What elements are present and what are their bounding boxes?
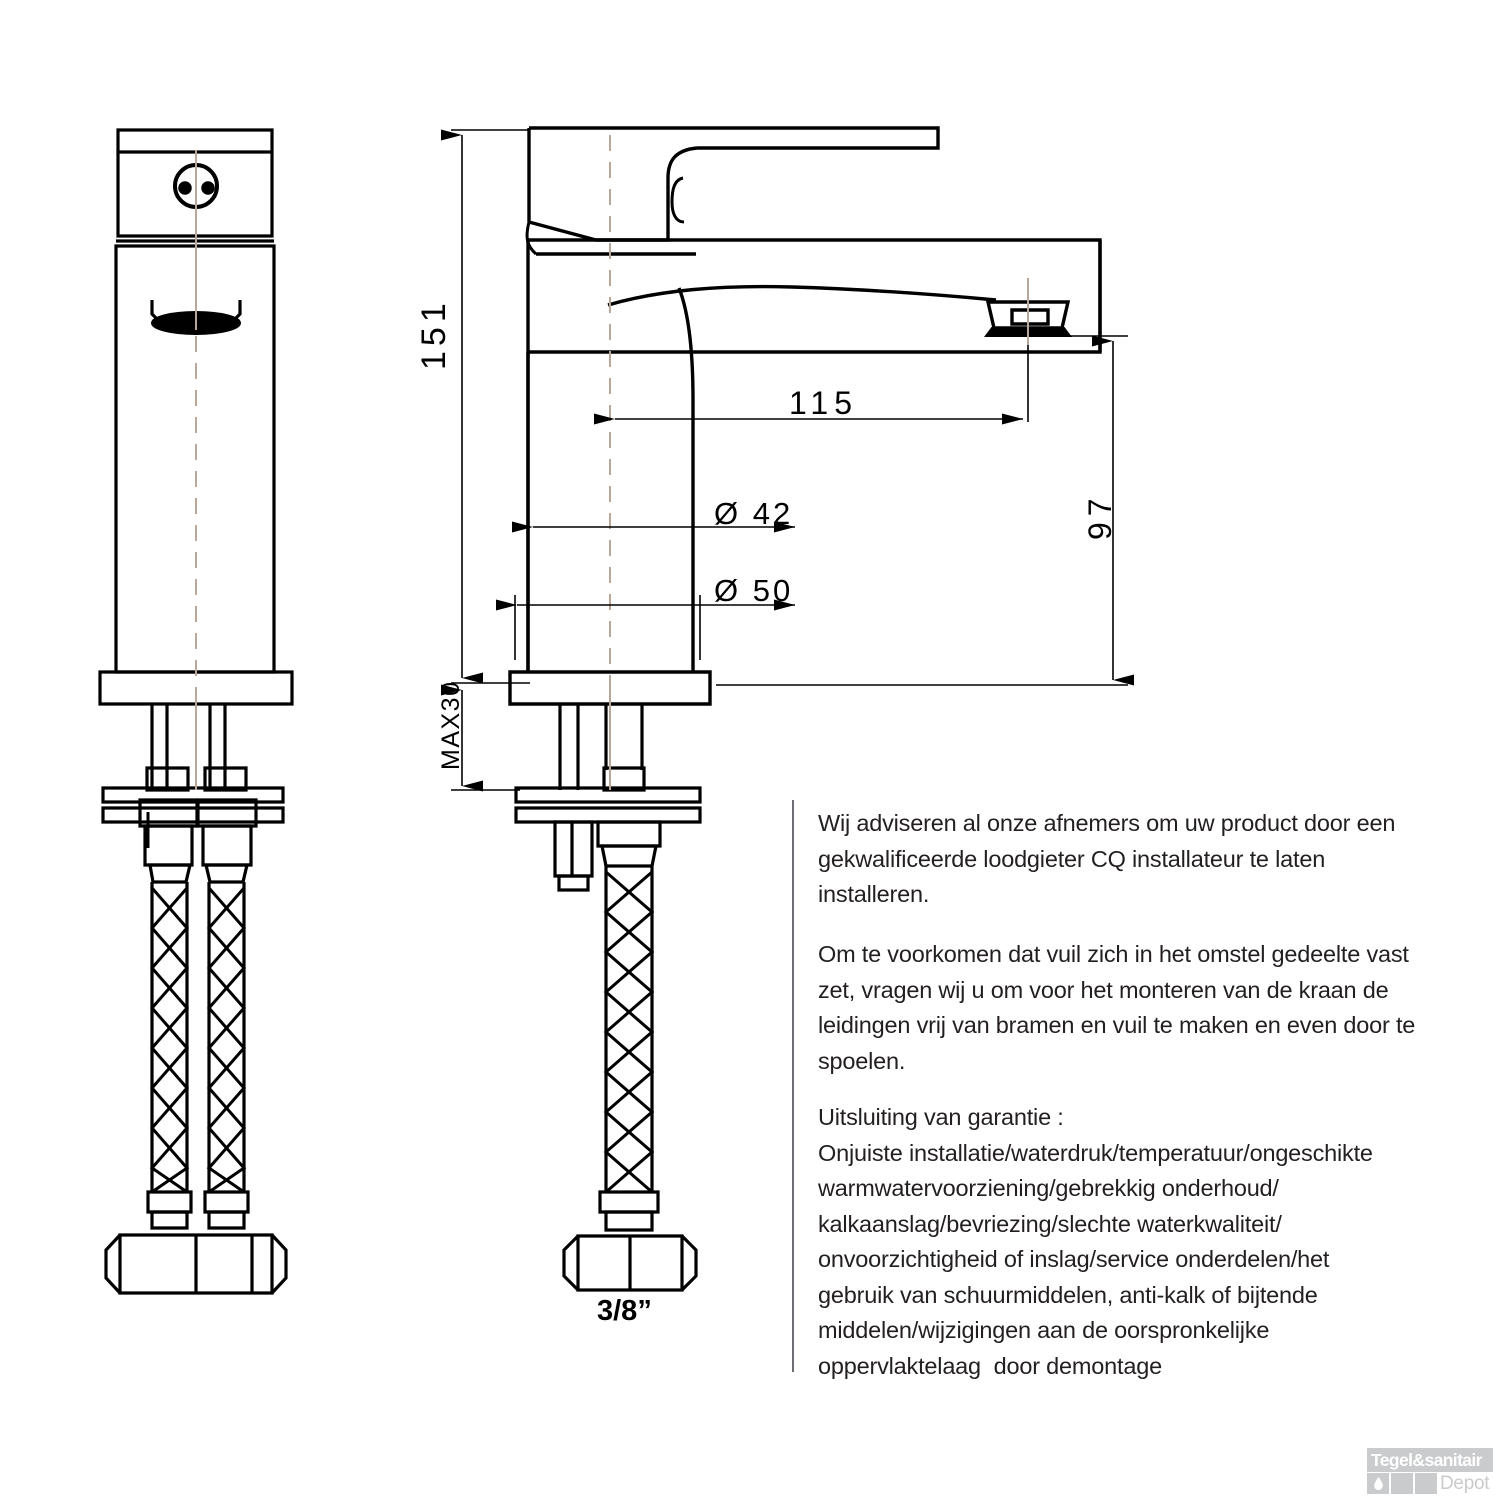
side-view-centerline <box>609 135 1029 790</box>
note-line: gebruik van schuurmiddelen, anti-kalk of… <box>818 1281 1318 1308</box>
note-paragraph-installation: Wij adviseren al onze afnemers om uw pro… <box>818 806 1418 913</box>
front-mounting-assembly <box>101 704 288 1295</box>
dimension-label-max30: MAX30 <box>437 680 465 770</box>
thread-size-label: 3/8” <box>597 1295 652 1327</box>
note-line: kalkaanslag/bevriezing/slechte waterkwal… <box>818 1210 1282 1237</box>
water-drop-icon <box>1374 1477 1383 1490</box>
note-line: Onjuiste installatie/waterdruk/temperatu… <box>818 1139 1373 1166</box>
note-line: oppervlaktelaag door demontage <box>818 1352 1162 1379</box>
dimension-label-97: 97 <box>1082 492 1118 540</box>
note-line: middelen/wijzigingen aan de oorspronkeli… <box>818 1317 1270 1343</box>
note-line: gekwalificeerde loodgieter CQ installate… <box>818 845 1326 872</box>
logo-wordmark: Tegel&sanitair <box>1371 1450 1483 1470</box>
dimension-label-151: 151 <box>415 298 453 370</box>
note-line: onvoorzichtigheid of inslag/service onde… <box>818 1246 1330 1272</box>
dimension-115 <box>594 345 1029 425</box>
dimension-label-diameter-42: Ø 42 <box>714 496 794 531</box>
note-line: installeren. <box>818 881 930 907</box>
brand-logo: Tegel&sanitair Depot <box>1367 1448 1493 1494</box>
note-paragraph-warranty: Uitsluiting van garantie : Onjuiste inst… <box>818 1100 1418 1384</box>
note-line: leidingen vrij van bramen en vuil te mak… <box>818 1012 1416 1038</box>
note-line: Wij adviseren al onze afnemers om uw pro… <box>818 810 1396 836</box>
note-paragraph-flushing: Om te voorkomen dat vuil zich in het oms… <box>818 937 1418 1079</box>
note-line: Uitsluiting van garantie : <box>818 1104 1064 1130</box>
logo-square-2 <box>1391 1473 1413 1494</box>
dimension-97 <box>716 335 1134 686</box>
note-line: spoelen. <box>818 1047 906 1074</box>
note-line: Om te voorkomen dat vuil zich in het oms… <box>818 941 1409 967</box>
side-mounting-assembly <box>514 704 702 1292</box>
lever-handle <box>525 126 940 256</box>
dimension-151 <box>441 129 530 684</box>
logo-subword: Depot <box>1440 1473 1490 1494</box>
dimension-max30 <box>441 684 520 792</box>
dimension-label-diameter-50: Ø 50 <box>714 573 794 608</box>
dimension-d50 <box>496 595 795 660</box>
dimension-label-115: 115 <box>789 385 859 421</box>
logo-square-3 <box>1415 1473 1437 1494</box>
logo-band <box>1367 1448 1493 1472</box>
note-line: warmwatervoorziening/gebrekkig onderhoud… <box>818 1175 1279 1201</box>
note-line: zet, vragen wij u om voor het monteren v… <box>818 976 1389 1003</box>
